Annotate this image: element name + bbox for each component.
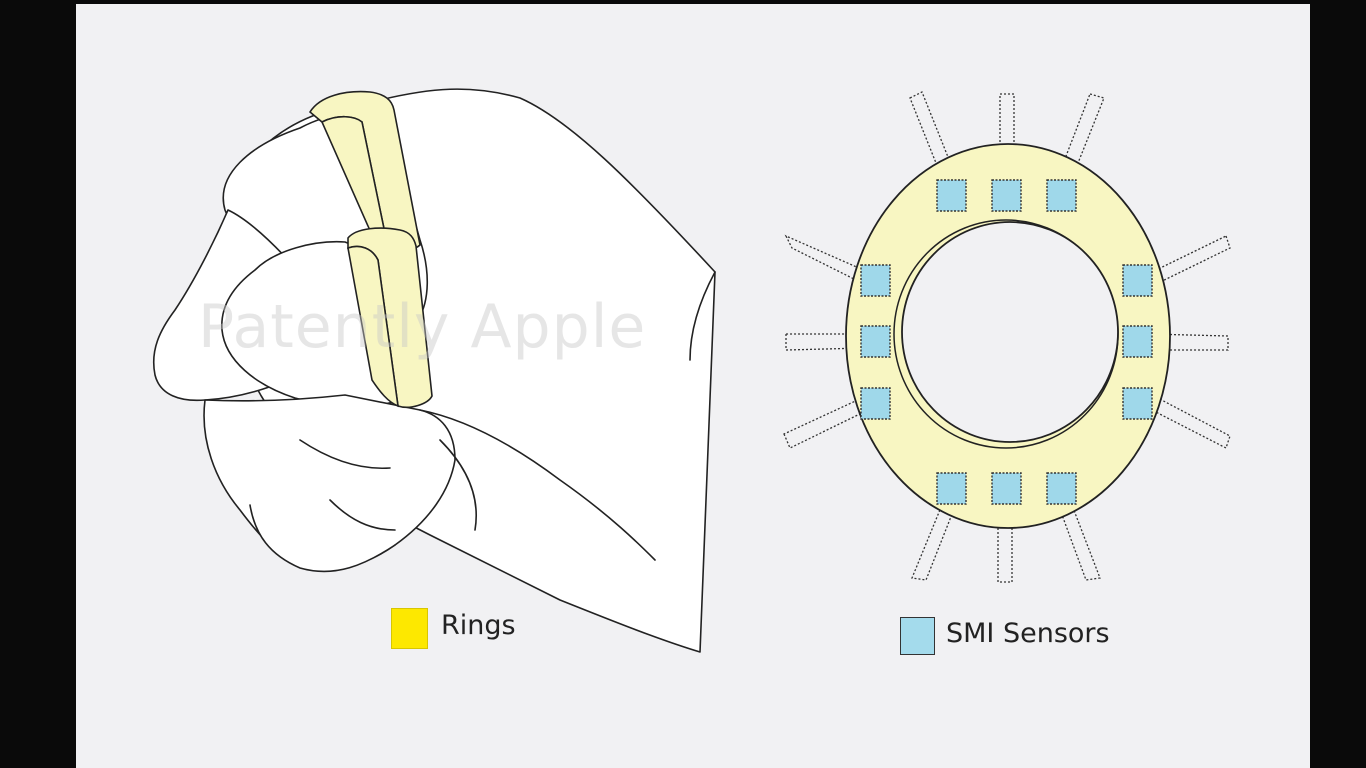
hand-illustration [152, 88, 716, 653]
sensor-bottom-2 [991, 472, 1022, 505]
sensor-right-3 [1122, 387, 1153, 420]
lower-ring [347, 227, 433, 409]
sensor-ring-diagram [783, 91, 1231, 583]
sensor-ring-inner [901, 221, 1119, 443]
fiber-left-middle [785, 333, 865, 351]
hand-fold-line [689, 271, 716, 361]
sensor-top-1 [936, 179, 967, 212]
sensor-top-2 [991, 179, 1022, 212]
sensor-left-3 [860, 387, 891, 420]
sensors-legend-swatch [900, 617, 935, 655]
palm-crease-3 [329, 499, 396, 531]
sensor-left-1 [860, 264, 891, 297]
sensor-left-2 [860, 325, 891, 358]
smi-sensors [860, 179, 1153, 505]
palm-crease-2 [439, 439, 478, 531]
fiber-left-lower [783, 397, 869, 449]
sensor-right-2 [1122, 325, 1153, 358]
rings-legend-swatch [391, 608, 428, 649]
small-finger [249, 504, 396, 573]
thumb [419, 409, 656, 561]
rings-legend-label: Rings [441, 610, 516, 641]
sensor-bottom-3 [1046, 472, 1077, 505]
fiber-right-upper [1147, 235, 1231, 287]
sensor-top-3 [1046, 179, 1077, 212]
sensor-right-1 [1122, 264, 1153, 297]
sensor-bottom-1 [936, 472, 967, 505]
lower-ring-inner [347, 245, 399, 408]
palm-crease-1 [299, 439, 391, 470]
sensors-legend-label: SMI Sensors [946, 618, 1110, 649]
watermark-text: Patently Apple [198, 292, 647, 362]
